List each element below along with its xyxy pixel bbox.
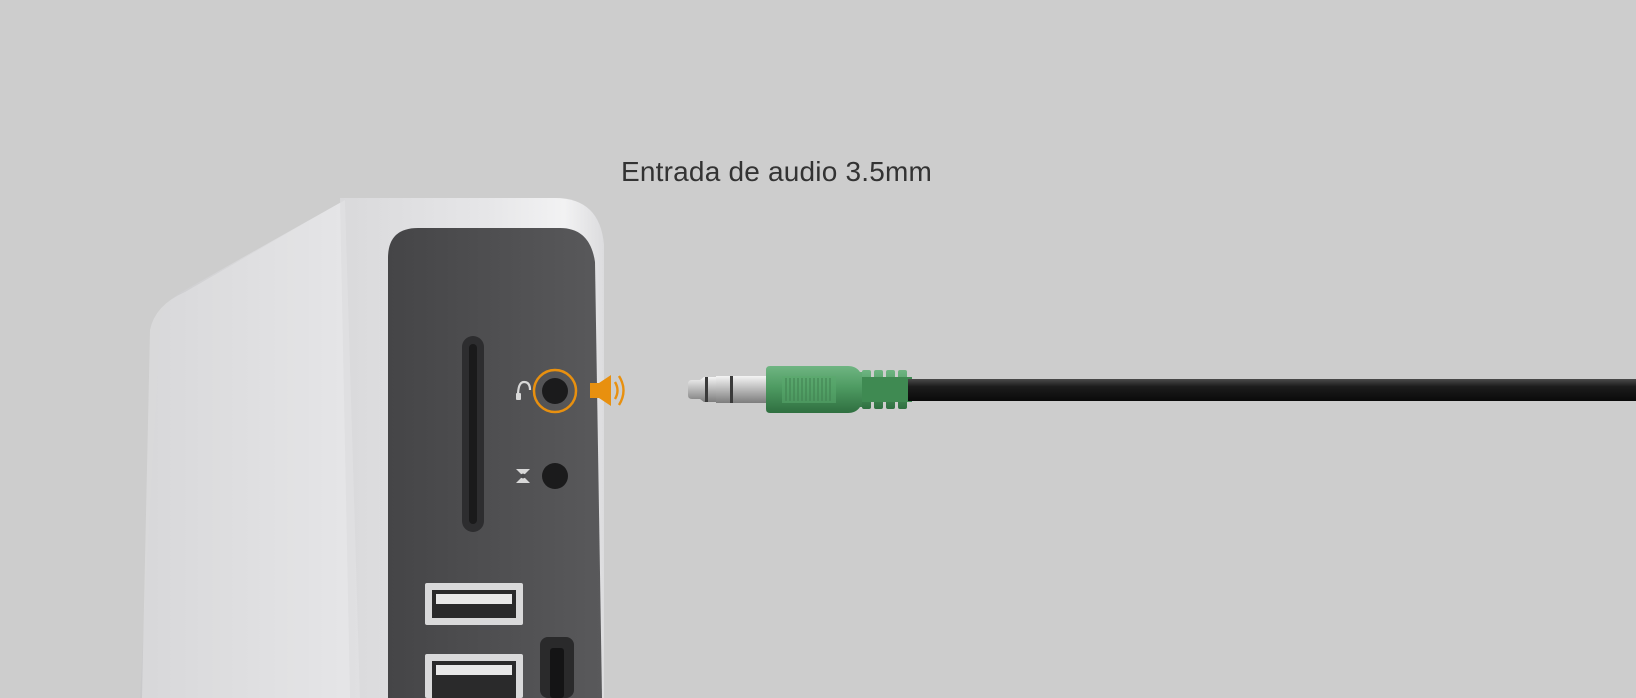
port-panel xyxy=(388,228,602,698)
hdmi-port[interactable] xyxy=(540,637,574,698)
usb-port-2[interactable] xyxy=(425,654,523,698)
headphone-icon xyxy=(516,380,532,400)
audio-cable xyxy=(908,379,1636,401)
audio-jack-plug[interactable] xyxy=(688,366,912,413)
headphone-port[interactable] xyxy=(532,368,578,414)
audio-in-port[interactable] xyxy=(542,463,568,489)
usb-port-1[interactable] xyxy=(425,583,523,625)
speaker-sound-icon xyxy=(590,375,625,406)
audio-in-icon xyxy=(516,469,530,483)
audio-input-caption: Entrada de audio 3.5mm xyxy=(621,156,933,187)
port-highlight-ring xyxy=(532,368,578,414)
